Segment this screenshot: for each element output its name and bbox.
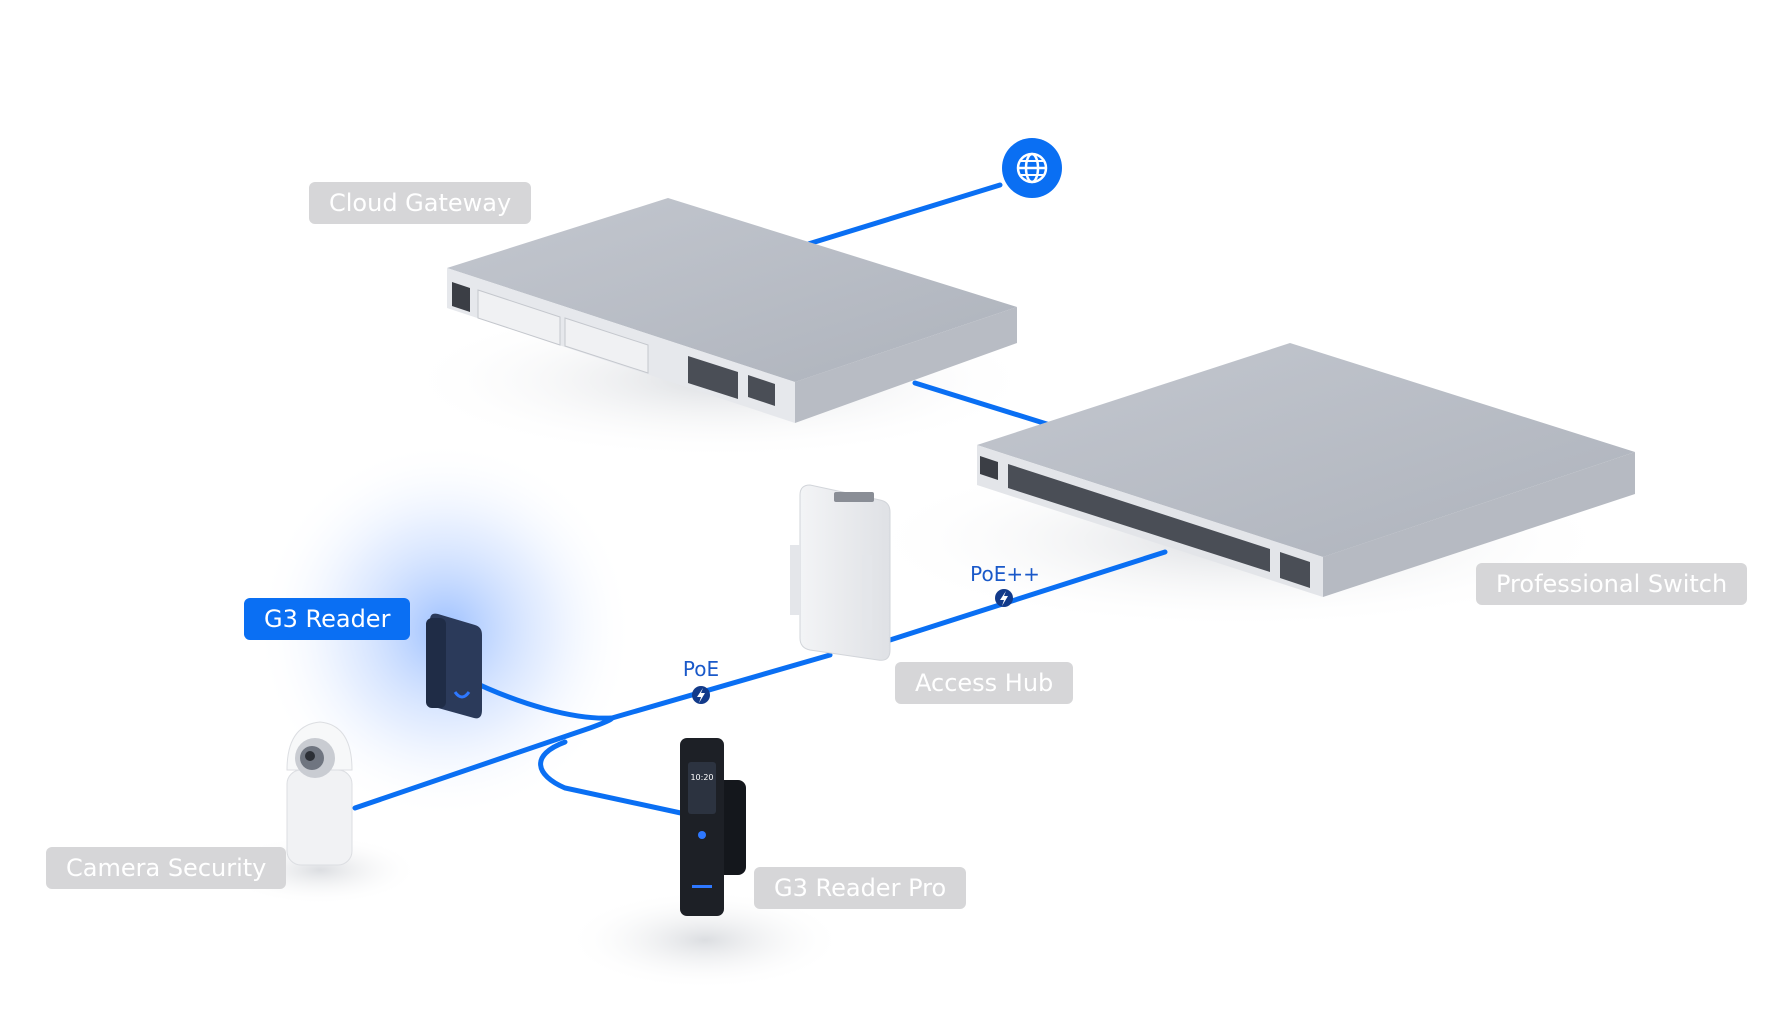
camera-link: [352, 715, 615, 811]
reader-pro-time: 10:20: [690, 773, 713, 782]
gateway-switch-link: [912, 380, 1053, 428]
g3-reader-label: G3 Reader: [244, 598, 411, 640]
access-hub-device[interactable]: [790, 484, 891, 661]
poe-label: PoE: [683, 657, 719, 681]
g3-reader-device[interactable]: [426, 613, 482, 719]
camera-security-device[interactable]: [286, 721, 353, 866]
professional-switch-device[interactable]: [977, 343, 1635, 597]
poe-plus-plus-badge: PoE++: [970, 562, 1040, 607]
poe-plus-plus-label: PoE++: [970, 562, 1040, 586]
connection-lines: [352, 182, 1168, 818]
poe-badge: PoE: [683, 657, 719, 704]
access-hub-label: Access Hub: [895, 662, 1074, 704]
professional-switch-label: Professional Switch: [1476, 563, 1748, 605]
cloud-gateway-label: Cloud Gateway: [309, 182, 532, 224]
reader-link: [462, 675, 615, 721]
switch-hub-link: [887, 549, 1168, 643]
internet-link: [802, 182, 1003, 248]
hub-main-link: [609, 652, 833, 721]
reader-pro-shadow: [565, 890, 845, 990]
camera-security-label: Camera Security: [46, 847, 287, 889]
cloud-gateway-device[interactable]: [447, 198, 1017, 423]
g3-reader-pro-label: G3 Reader Pro: [754, 867, 967, 909]
g3-reader-pro-device[interactable]: 10:20: [680, 738, 746, 916]
internet-node[interactable]: [1002, 138, 1062, 198]
reader-pro-link: [538, 739, 693, 818]
